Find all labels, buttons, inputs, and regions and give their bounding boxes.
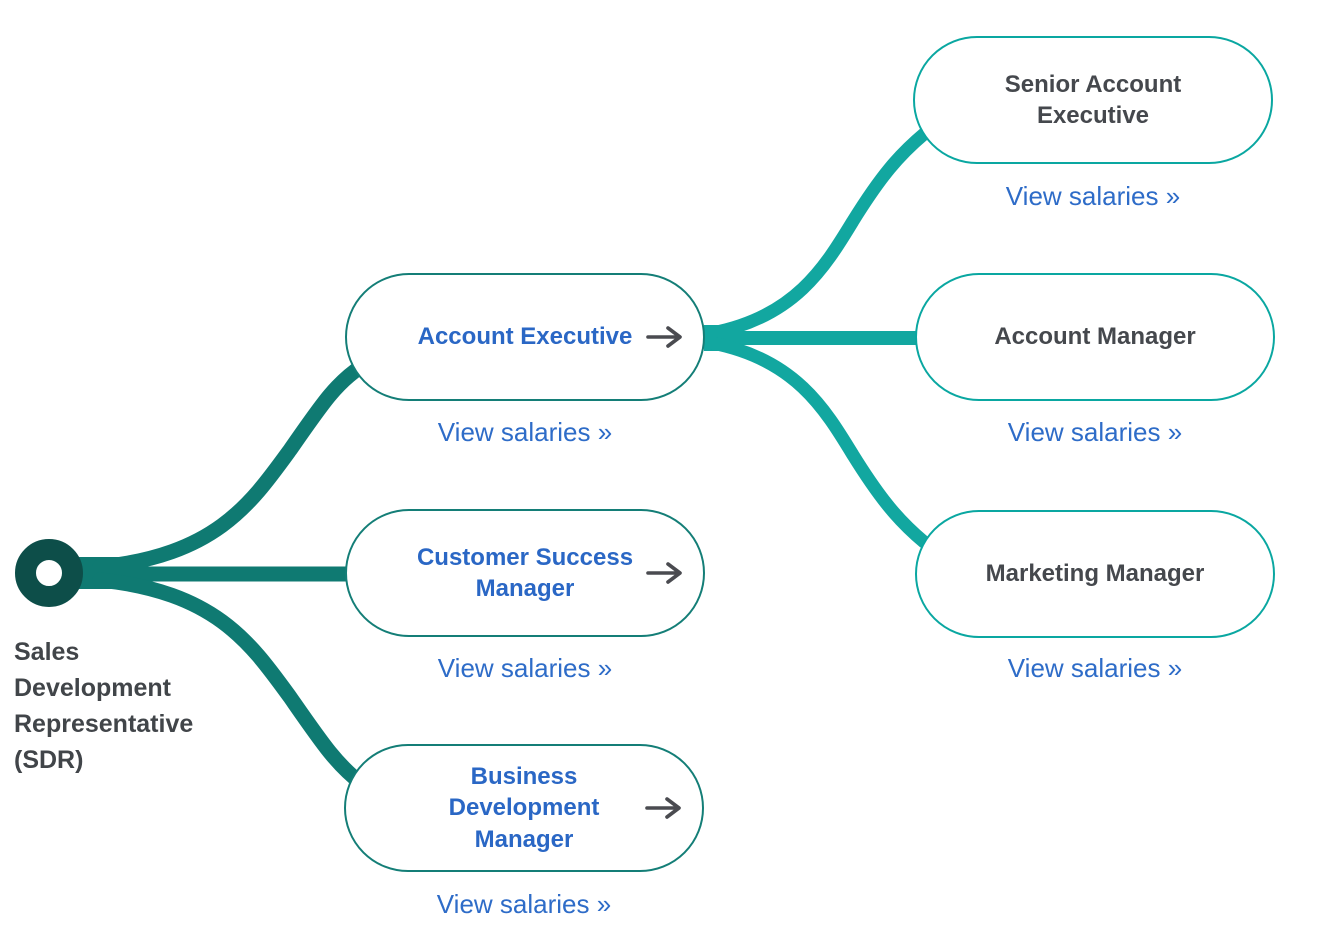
node-title: Marketing Manager [985, 560, 1205, 588]
node-title: Business Development Manager [448, 763, 600, 853]
connector-to-senior-account-executive [705, 127, 931, 340]
view-salaries-link-account-manager[interactable]: View salaries » [1007, 417, 1183, 447]
node-account-manager[interactable]: Account Manager [915, 273, 1275, 401]
level2-connectors [704, 127, 931, 549]
view-salaries-link-marketing-manager[interactable]: View salaries » [1007, 653, 1183, 683]
node-customer-success-manager[interactable]: Customer Success Manager [345, 509, 705, 637]
node-title: Customer Success Manager [416, 543, 634, 602]
arrow-right-icon [645, 324, 685, 350]
view-salaries-link-customer-success-manager[interactable]: View salaries » [437, 653, 613, 683]
node-title: Account Executive [417, 323, 633, 351]
root-node-circle [15, 539, 83, 607]
view-salaries-link-account-executive[interactable]: View salaries » [437, 417, 613, 447]
node-title: Senior Account Executive [1004, 70, 1182, 129]
root-node-label: Sales Development Representative (SDR) [14, 638, 194, 774]
connector-root-to-business-development-manager [92, 572, 370, 792]
view-salaries-link-business-development-manager[interactable]: View salaries » [436, 889, 612, 919]
node-marketing-manager[interactable]: Marketing Manager [915, 510, 1275, 638]
node-senior-account-executive[interactable]: Senior Account Executive [913, 36, 1273, 164]
connector-to-marketing-manager [705, 336, 931, 549]
view-salaries-link-senior-account-executive[interactable]: View salaries » [1005, 181, 1181, 211]
node-account-executive[interactable]: Account Executive [345, 273, 705, 401]
node-title: Account Manager [994, 323, 1196, 351]
connector-root-to-account-executive [92, 358, 370, 575]
node-business-development-manager[interactable]: Business Development Manager [344, 744, 704, 872]
arrow-right-icon [644, 795, 684, 821]
arrow-right-icon [645, 560, 685, 586]
level1-connectors [50, 358, 370, 792]
